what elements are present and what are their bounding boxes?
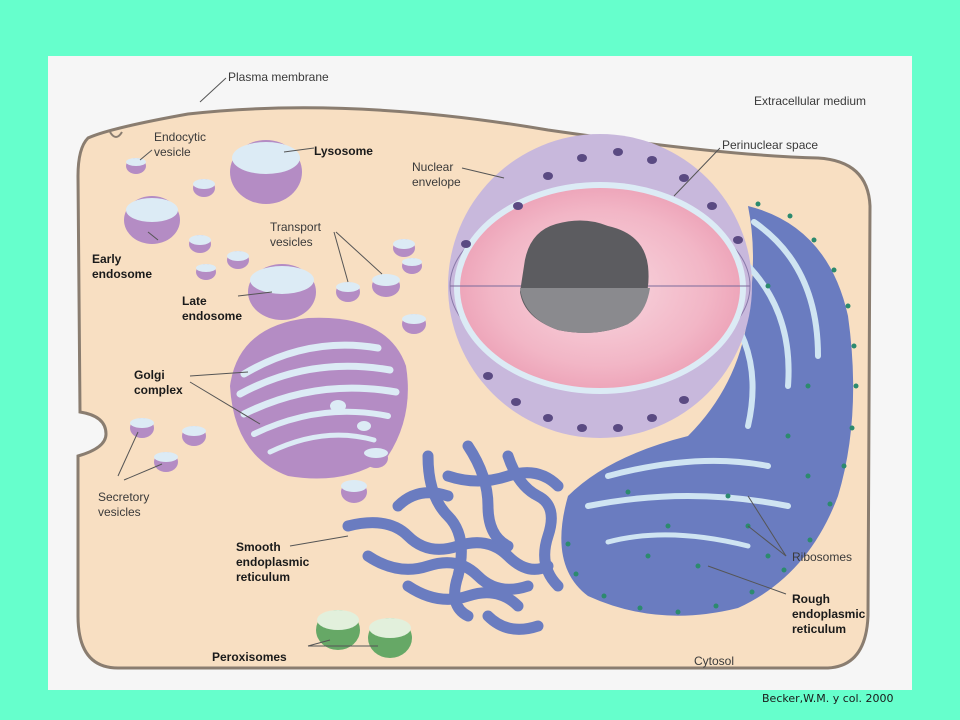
label-transport-vesicles: Transport vesicles (270, 220, 321, 249)
smooth-er (342, 440, 564, 635)
cell-diagram: Plasma membrane Extracellular medium End… (48, 56, 912, 690)
credit-caption: Becker,W.M. y col. 2000 (762, 692, 894, 705)
label-peroxisomes: Peroxisomes (212, 650, 287, 664)
secretory-vesicles (130, 418, 388, 503)
label-cytosol: Cytosol (694, 654, 735, 668)
label-lysosome: Lysosome (314, 144, 373, 158)
golgi-complex (230, 317, 408, 479)
label-golgi-complex: Golgi complex (134, 368, 183, 397)
leader-lines (117, 77, 787, 647)
lysosome (230, 140, 302, 204)
transport-vesicles (189, 235, 426, 334)
ribosomes (565, 201, 859, 615)
label-nuclear-envelope: Nuclear envelope (412, 160, 461, 189)
label-extracellular-medium: Extracellular medium (754, 94, 867, 108)
cell-illustration (76, 77, 872, 670)
late-endosome (248, 264, 316, 320)
label-late-endosome: Late endosome (182, 294, 243, 323)
endocytic-vesicles (126, 158, 215, 197)
label-secretory-vesicles: Secretory vesicles (98, 490, 150, 519)
peroxisomes (316, 610, 412, 658)
label-early-endosome: Early endosome (92, 252, 153, 281)
label-endocytic-vesicle: Endocytic vesicle (154, 130, 207, 159)
endocytic-pit (109, 131, 123, 138)
label-plasma-membrane: Plasma membrane (228, 70, 329, 84)
nuclear-pores (461, 148, 743, 432)
label-smooth-er: Smooth endoplasmic reticulum (236, 540, 310, 584)
label-perinuclear-space: Perinuclear space (722, 138, 819, 152)
label-rough-er: Rough endoplasmic reticulum (792, 592, 866, 636)
nucleus (448, 134, 752, 438)
label-ribosomes: Ribosomes (792, 550, 853, 564)
early-endosome (124, 196, 180, 244)
